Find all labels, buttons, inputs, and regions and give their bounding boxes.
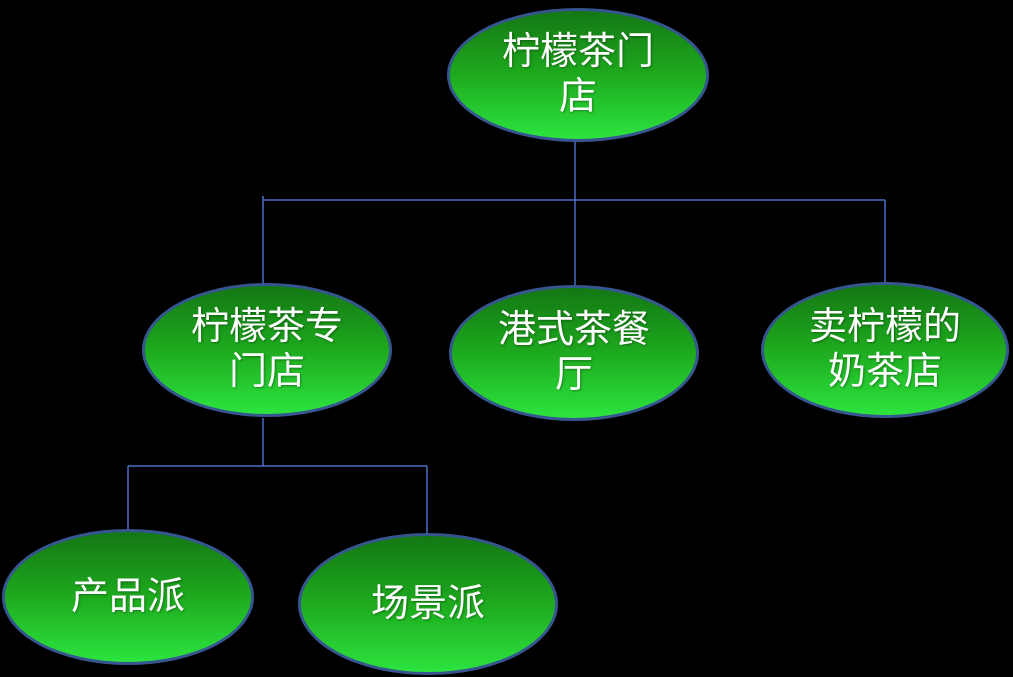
node-label: 卖柠檬的 奶茶店 (808, 306, 961, 393)
node-hk-style-tea-cafe[interactable]: 港式茶餐 厅 (449, 285, 699, 421)
node-label: 港式茶餐 厅 (497, 309, 650, 396)
node-label: 柠檬茶专 门店 (190, 306, 343, 393)
node-lemon-milk-tea-shop[interactable]: 卖柠檬的 奶茶店 (761, 282, 1009, 418)
node-lemon-tea-specialty[interactable]: 柠檬茶专 门店 (142, 283, 392, 417)
node-scene-faction[interactable]: 场景派 (298, 533, 558, 675)
node-lemon-tea-store-root[interactable]: 柠檬茶门 店 (447, 8, 709, 142)
node-label: 场景派 (370, 582, 485, 625)
node-product-faction[interactable]: 产品派 (2, 529, 254, 665)
node-label: 产品派 (70, 575, 185, 618)
node-label: 柠檬茶门 店 (501, 31, 654, 118)
